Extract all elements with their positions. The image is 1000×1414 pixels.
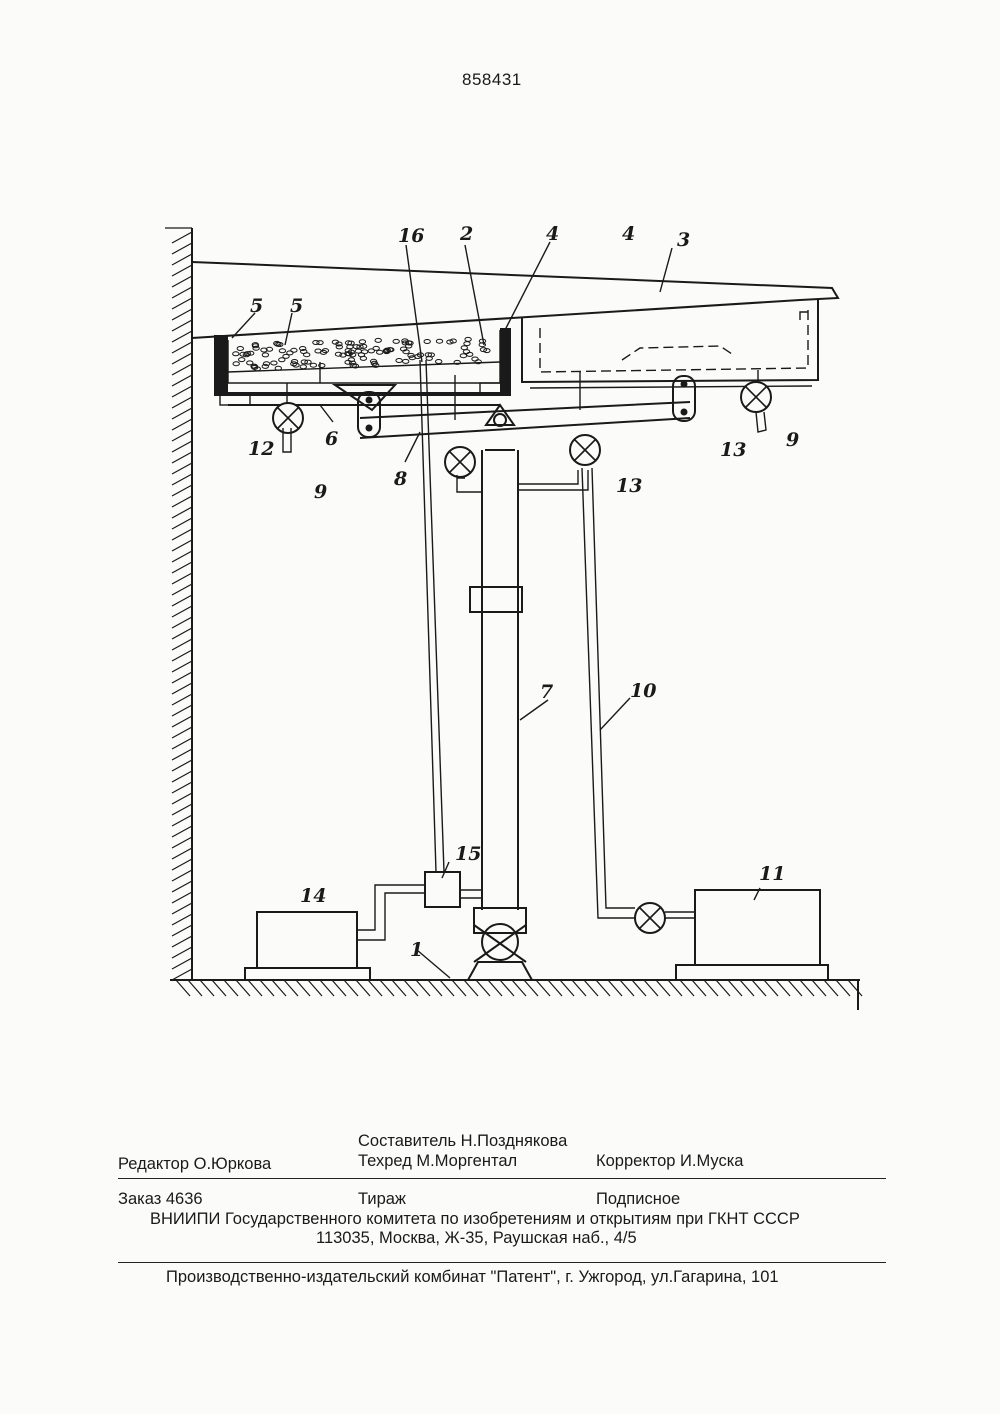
label-11: 11 xyxy=(759,863,785,885)
printer-info: Производственно-издательский комбинат "П… xyxy=(166,1268,779,1287)
editor-credit: Редактор О.Юркова xyxy=(118,1155,271,1174)
label-3: 3 xyxy=(677,229,690,251)
label-6: 6 xyxy=(325,428,338,450)
techred-credit: Техред М.Моргентал xyxy=(358,1152,517,1171)
rocker-beam-8 xyxy=(335,376,695,438)
left-wall xyxy=(165,228,192,980)
valves xyxy=(273,382,771,933)
unit-11 xyxy=(676,890,828,980)
label-16: 16 xyxy=(398,225,424,247)
label-2: 2 xyxy=(459,223,473,245)
floor xyxy=(170,980,862,1010)
label-15: 15 xyxy=(455,843,481,865)
label-12: 12 xyxy=(248,438,274,460)
label-9-right: 9 xyxy=(786,429,799,451)
institution: ВНИИПИ Государственного комитета по изоб… xyxy=(150,1210,800,1229)
label-5-second: 5 xyxy=(290,295,303,317)
technical-drawing: 16 2 4 4 3 5 5 12 6 9 8 13 13 9 7 10 15 … xyxy=(0,0,1000,1100)
composer-credit: Составитель Н.Позднякова xyxy=(358,1132,567,1151)
circulation: Тираж xyxy=(358,1190,406,1209)
tray-right xyxy=(522,300,818,388)
label-13: 13 xyxy=(616,475,642,497)
label-4-right: 4 xyxy=(622,223,635,245)
unit-14 xyxy=(245,912,370,980)
label-9: 9 xyxy=(314,481,327,503)
label-13-right: 13 xyxy=(720,439,746,461)
label-4: 4 xyxy=(546,223,559,245)
label-5: 5 xyxy=(250,295,263,317)
label-7: 7 xyxy=(540,681,553,703)
label-1: 1 xyxy=(410,939,423,961)
label-8: 8 xyxy=(393,468,407,490)
institution-address: 113035, Москва, Ж-35, Раушская наб., 4/5 xyxy=(316,1229,637,1248)
corrector-credit: Корректор И.Муска xyxy=(596,1152,743,1171)
imprint-rule-top xyxy=(118,1178,886,1179)
subscription: Подписное xyxy=(596,1190,680,1209)
imprint-rule-bottom xyxy=(118,1262,886,1263)
label-14: 14 xyxy=(300,885,326,907)
pipes xyxy=(357,360,695,940)
order-number: Заказ 4636 xyxy=(118,1190,203,1209)
hydraulic-column-7 xyxy=(468,450,532,980)
label-10: 10 xyxy=(630,680,656,702)
